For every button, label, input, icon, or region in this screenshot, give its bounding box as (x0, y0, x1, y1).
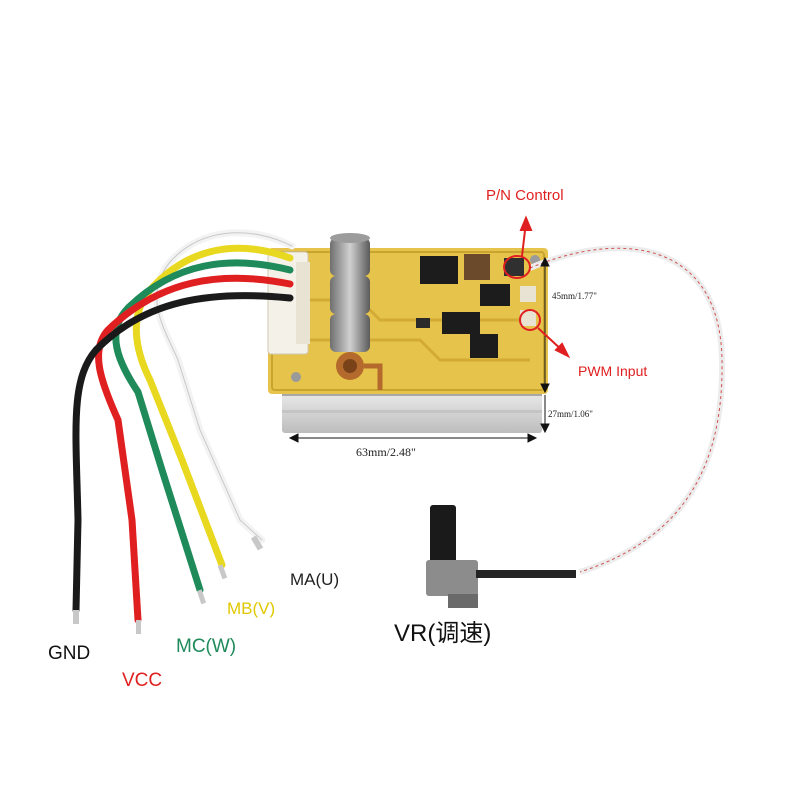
vr-label: VR(调速) (394, 620, 492, 647)
ic-chips (416, 254, 536, 358)
motor-wires (72, 229, 296, 634)
mb-v-label: MB(V) (227, 599, 276, 618)
ma-u-label: MA(U) (290, 570, 340, 589)
potentiometer (426, 505, 576, 608)
control-cable (528, 245, 726, 575)
inductor (336, 352, 383, 390)
gnd-label: GND (48, 643, 91, 664)
callout-markers (503, 215, 571, 359)
pwm-input-label: PWM Input (578, 363, 648, 379)
mc-w-label: MC(W) (176, 636, 237, 657)
height-dimension-label: 45mm/1.77" (552, 291, 597, 301)
vcc-label: VCC (122, 670, 163, 691)
motor-connector (267, 251, 310, 355)
pn-control-label: P/N Control (486, 187, 564, 204)
depth-dimension-label: 27mm/1.06" (548, 409, 593, 419)
capacitors (330, 233, 370, 352)
dimension-lines (288, 256, 550, 443)
width-dimension-label: 63mm/2.48" (356, 445, 416, 459)
